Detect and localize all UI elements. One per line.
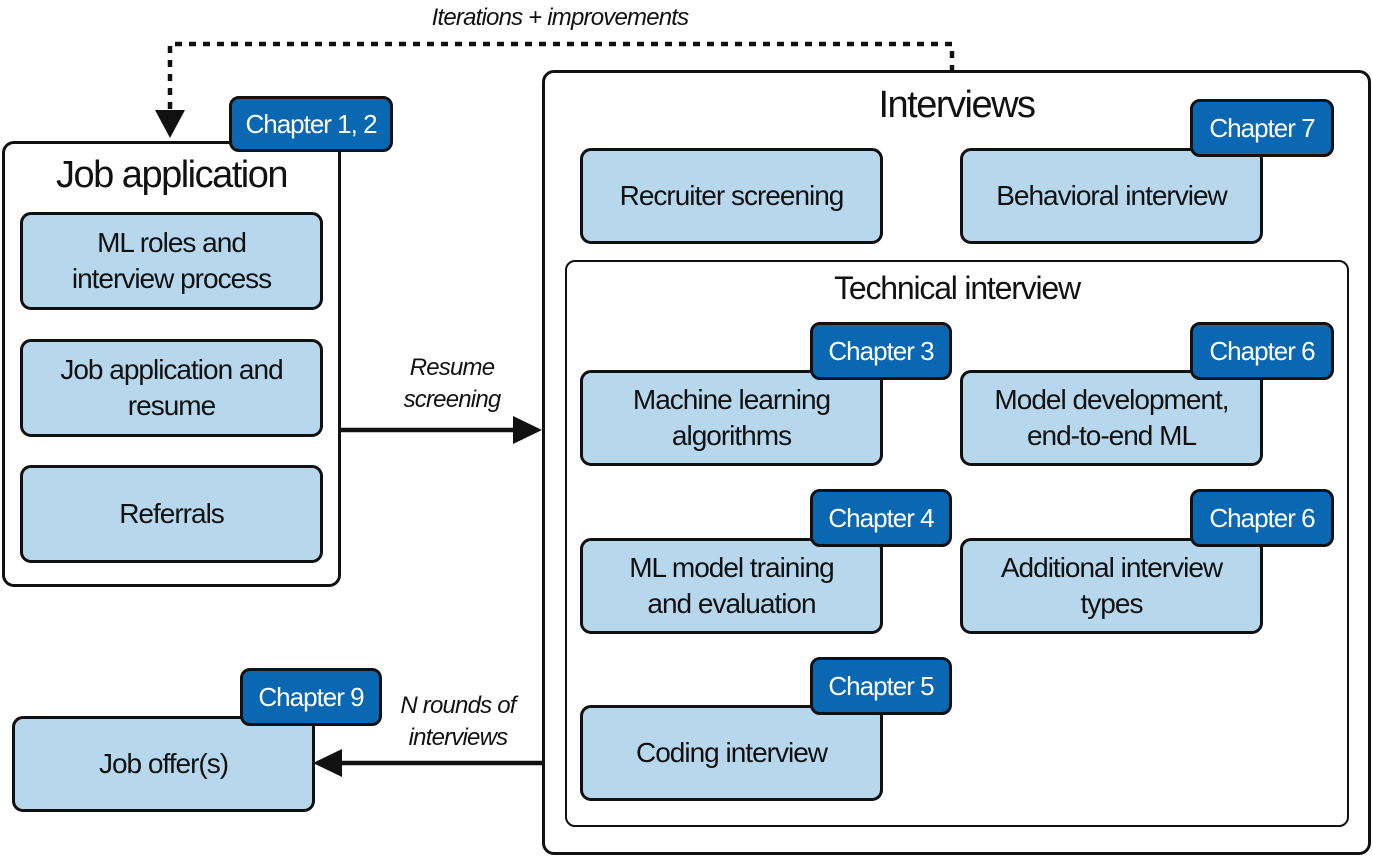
step-job-application-resume: Job application and resume (20, 339, 323, 437)
technical-interview-title: Technical interview (834, 270, 1081, 306)
chapter-badge-behavioral: Chapter 7 (1190, 99, 1334, 157)
step-behavioral-interview-label: Behavioral interview (996, 180, 1228, 211)
step-recruiter-screening-label: Recruiter screening (619, 180, 845, 211)
iteration-loop-arrowhead (155, 110, 185, 138)
rounds-arrowhead (313, 749, 342, 777)
step-model-development: Model development, end-to-end ML (960, 370, 1263, 466)
step-behavioral-interview: Behavioral interview (960, 148, 1263, 244)
iteration-loop-arrow (167, 41, 955, 112)
chapter-badge-ml-algorithms: Chapter 3 (810, 322, 952, 380)
step-coding-interview: Coding interview (580, 705, 883, 801)
step-job-offer-label: Job offer(s) (98, 748, 229, 779)
resume-screening-arrowhead (513, 416, 542, 444)
step-ml-algorithms: Machine learning algorithms (580, 370, 883, 466)
step-ml-roles: ML roles and interview process (20, 212, 323, 310)
chapter-badge-model-development: Chapter 6 (1190, 322, 1334, 380)
step-job-application-resume-label: Job application and resume (60, 354, 283, 421)
interviews-title: Interviews (878, 84, 1036, 126)
chapter-badge-additional: Chapter 6 (1190, 489, 1334, 547)
step-job-offer: Job offer(s) (12, 716, 315, 812)
rounds-label: N rounds of interviews (400, 692, 516, 751)
step-referrals: Referrals (20, 465, 323, 563)
chapter-badge-job-application: Chapter 1, 2 (229, 96, 393, 152)
step-model-development-label: Model development, end-to-end ML (994, 384, 1229, 451)
resume-screening-label: Resume screening (403, 354, 502, 413)
chapter-badge-training: Chapter 4 (810, 489, 952, 547)
chapter-badge-coding: Chapter 5 (810, 657, 952, 715)
step-ml-algorithms-label: Machine learning algorithms (632, 384, 831, 451)
iterations-label: Iterations + improvements (431, 4, 690, 31)
job-application-title: Job application (55, 154, 289, 196)
step-ml-model-training-label: ML model training and evaluation (629, 552, 835, 619)
step-additional-interview-types-label: Additional interview types (1000, 552, 1223, 619)
step-referrals-label: Referrals (119, 498, 225, 529)
step-ml-roles-label: ML roles and interview process (71, 227, 272, 294)
step-recruiter-screening: Recruiter screening (580, 148, 883, 244)
step-additional-interview-types: Additional interview types (960, 538, 1263, 634)
step-coding-interview-label: Coding interview (636, 737, 828, 768)
step-ml-model-training: ML model training and evaluation (580, 538, 883, 634)
chapter-badge-job-offer: Chapter 9 (240, 668, 382, 726)
